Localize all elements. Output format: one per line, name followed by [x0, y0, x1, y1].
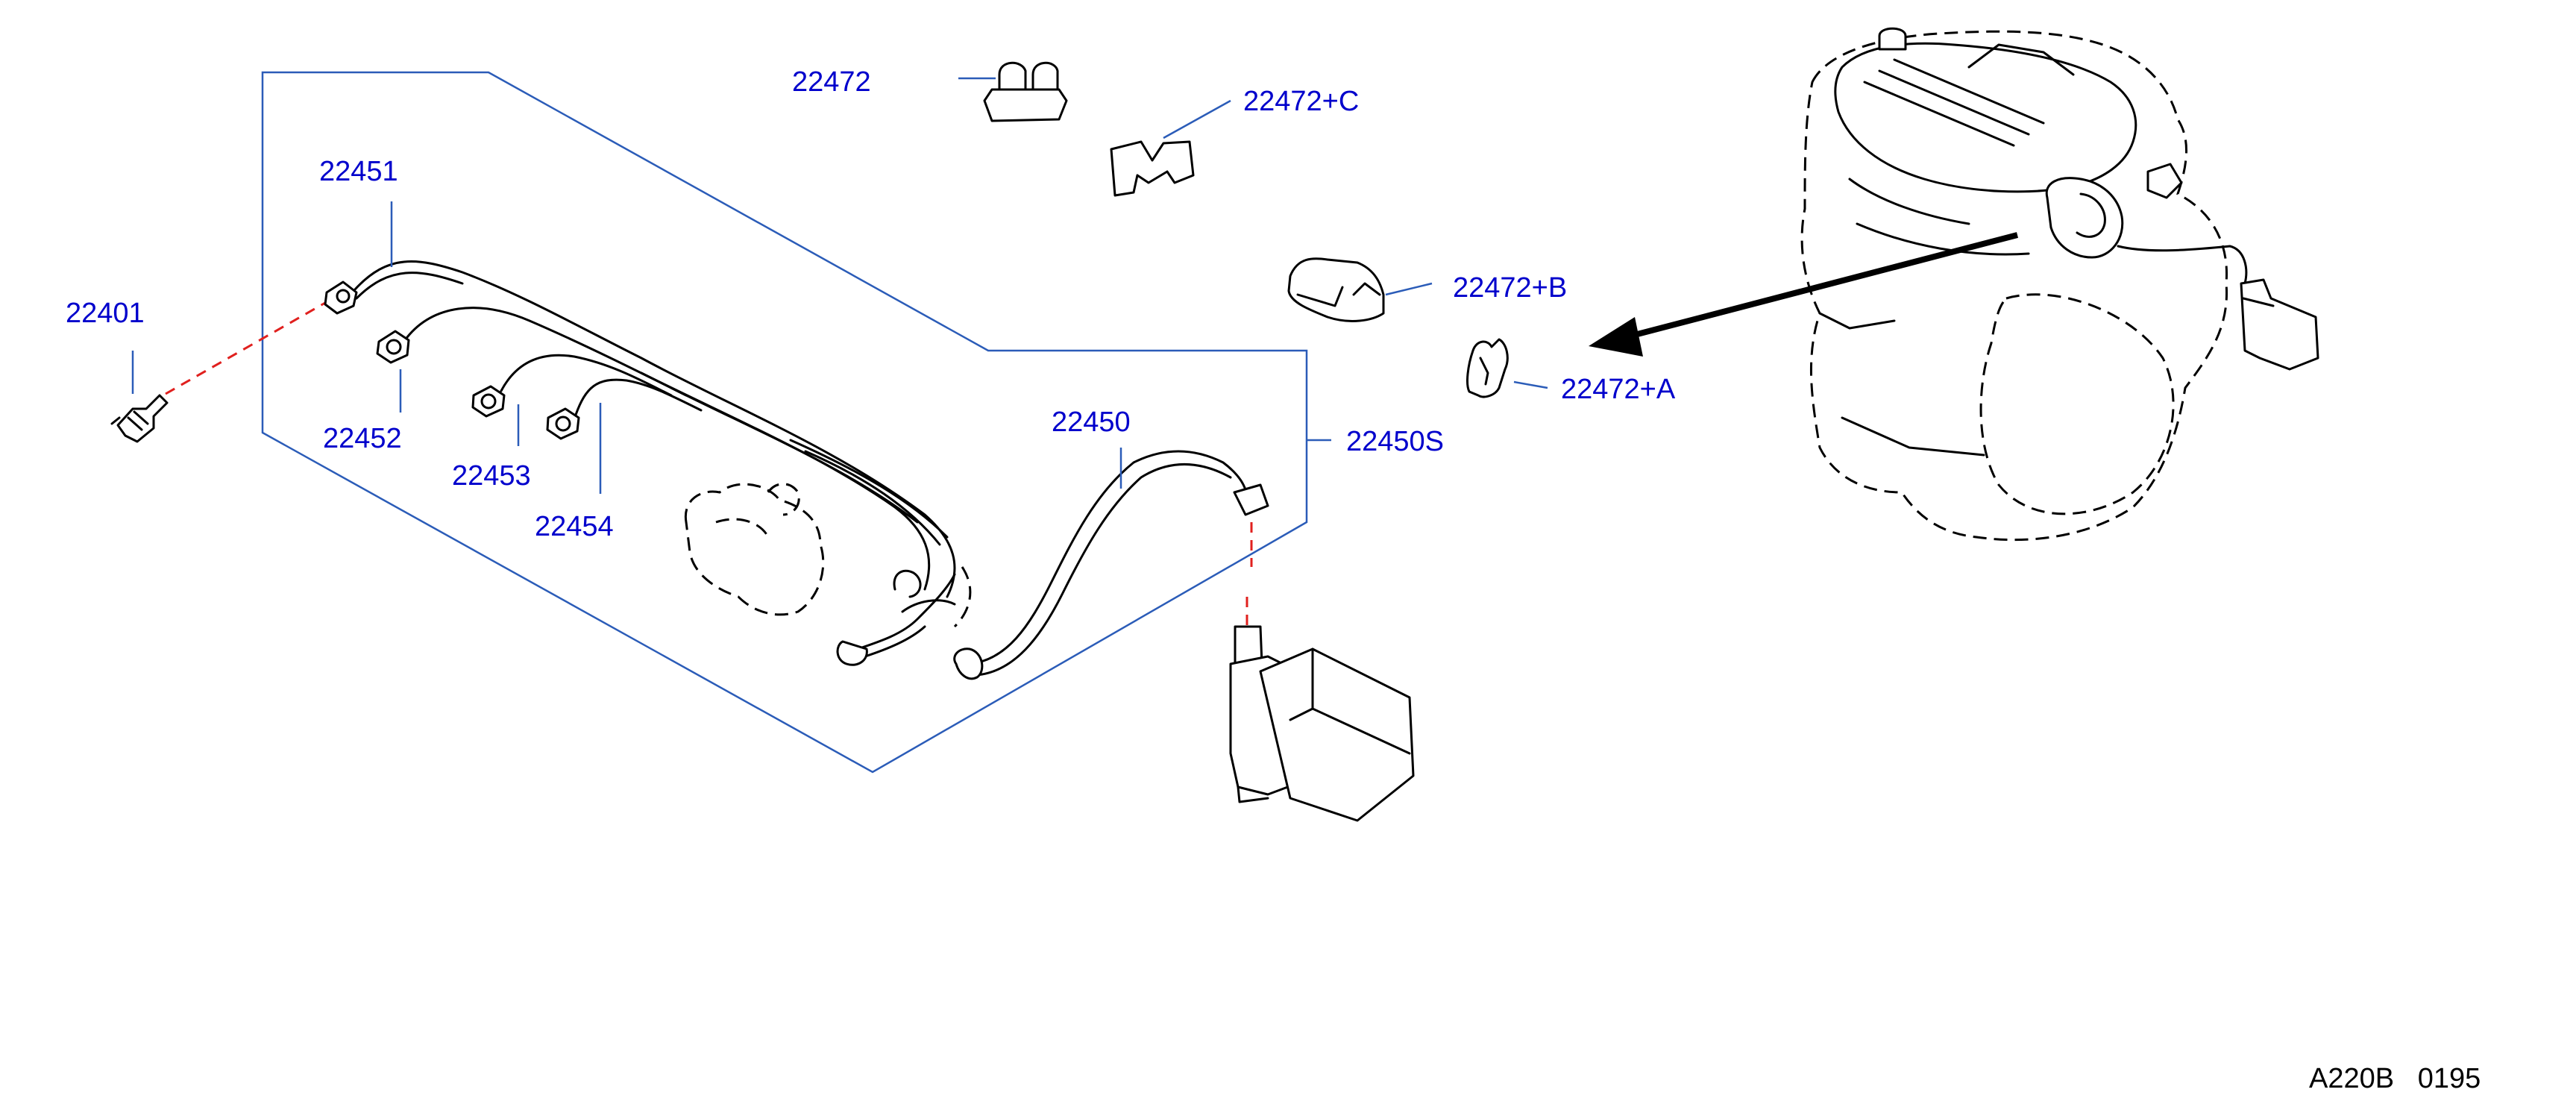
diagram-code: A220B 0195 — [2309, 1063, 2481, 1094]
label-22450: 22450 — [1052, 407, 1131, 438]
label-22452: 22452 — [323, 423, 402, 454]
label-22472-c: 22472+C — [1243, 86, 1359, 117]
clamp-c — [1110, 99, 1231, 197]
label-22472-b: 22472+B — [1453, 272, 1567, 304]
label-22450S: 22450S — [1346, 426, 1444, 457]
clamp — [958, 61, 1068, 122]
clamp-b — [1287, 257, 1433, 322]
label-22451: 22451 — [319, 156, 398, 187]
ignition-cable-4 — [546, 378, 703, 494]
coil-cable — [953, 448, 1269, 680]
ignition-cable-1 — [324, 201, 956, 598]
label-22454: 22454 — [535, 511, 614, 542]
label-22453: 22453 — [452, 460, 531, 492]
cable-bundle — [640, 371, 949, 591]
label-22472: 22472 — [792, 66, 871, 98]
clamp-a — [1466, 338, 1548, 398]
label-22401: 22401 — [66, 298, 145, 329]
distributor-boots — [836, 566, 972, 666]
engine-overview — [1800, 27, 2319, 542]
distributor — [684, 483, 825, 616]
ignition-cable-3 — [471, 354, 673, 446]
detail-arrow — [1589, 232, 2019, 357]
label-22472-a: 22472+A — [1561, 374, 1676, 405]
spark-plug — [110, 295, 336, 443]
cable-set-frame — [261, 71, 1308, 774]
ignition-coil — [1229, 625, 1415, 822]
